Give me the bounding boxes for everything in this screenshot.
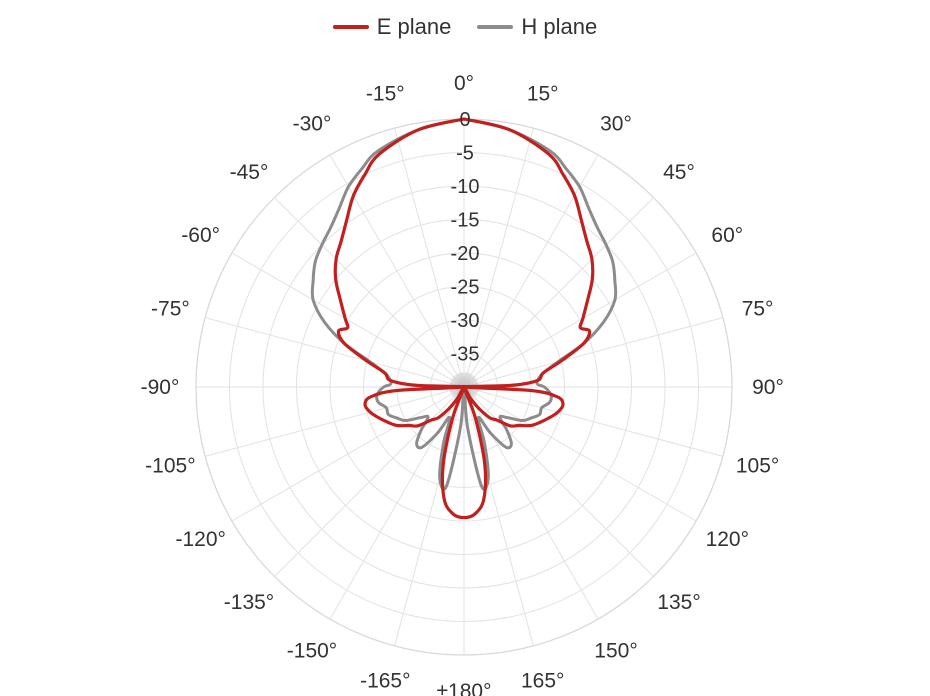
grid-spoke bbox=[329, 154, 465, 388]
grid-spoke bbox=[394, 386, 465, 646]
angular-tick-label: -105° bbox=[145, 455, 195, 478]
angular-tick-label: -30° bbox=[293, 113, 332, 136]
angular-tick-label: 75° bbox=[742, 297, 774, 320]
grid-spoke bbox=[463, 252, 697, 388]
angular-tick-labels: 0° 15° 30° 45° 60° 75° 90° 105° 120° 135° 150° 165°… bbox=[141, 72, 784, 696]
grid-spoke bbox=[463, 386, 697, 522]
legend-item-h-plane[interactable]: H plane bbox=[477, 14, 597, 40]
grid-spoke bbox=[463, 128, 534, 388]
grid-spoke bbox=[205, 386, 465, 457]
radial-tick-label: -30 bbox=[451, 310, 480, 332]
angular-tick-label: 30° bbox=[600, 113, 632, 136]
legend-label-h-plane: H plane bbox=[521, 14, 598, 39]
radial-tick-label: 0 bbox=[459, 109, 470, 131]
angular-tick-label: ±180° bbox=[437, 680, 492, 696]
angular-tick-label: -135° bbox=[224, 591, 274, 614]
grid-spoke bbox=[274, 197, 465, 388]
angular-tick-label: -15° bbox=[366, 82, 405, 105]
angular-tick-label: 60° bbox=[711, 224, 743, 247]
series-layer bbox=[310, 117, 618, 520]
radial-tick-label: -5 bbox=[456, 143, 474, 165]
angular-tick-label: -150° bbox=[287, 639, 337, 662]
angular-tick-label: 45° bbox=[663, 161, 695, 184]
legend-item-e-plane[interactable]: E plane bbox=[332, 14, 452, 40]
angular-tick-label: 105° bbox=[736, 455, 779, 478]
angular-tick-label: 165° bbox=[521, 670, 564, 693]
radial-tick-label: -15 bbox=[451, 210, 480, 232]
grid-spoke bbox=[394, 128, 465, 388]
angular-tick-label: 0° bbox=[454, 72, 474, 95]
grid-spoke bbox=[231, 252, 465, 388]
series-line-e-plane bbox=[333, 117, 595, 520]
legend-swatch-h-plane bbox=[477, 25, 514, 29]
angular-tick-label: -75° bbox=[151, 297, 190, 320]
angular-tick-label: -90° bbox=[141, 376, 180, 399]
angular-tick-label: 120° bbox=[706, 528, 749, 551]
legend-label-e-plane: E plane bbox=[376, 14, 452, 39]
grid-spoke bbox=[205, 317, 465, 388]
angular-tick-label: -60° bbox=[181, 224, 220, 247]
angular-tick-label: -165° bbox=[360, 670, 410, 693]
grid-spoke bbox=[463, 197, 654, 388]
radial-tick-labels: 0 -5 -10 -15 -20 -25 -30 -35 bbox=[451, 109, 480, 366]
grid-spoke bbox=[463, 154, 599, 388]
grid-spoke bbox=[463, 386, 723, 457]
radial-tick-label: -10 bbox=[451, 176, 480, 198]
grid-spoke bbox=[463, 386, 534, 646]
radial-tick-label: -25 bbox=[451, 277, 480, 299]
radial-tick-label: -35 bbox=[451, 344, 480, 366]
legend-swatch-e-plane bbox=[332, 25, 369, 29]
grid-spoke bbox=[274, 386, 465, 577]
angular-tick-label: -120° bbox=[175, 528, 225, 551]
center-spoke bbox=[462, 372, 465, 388]
angular-tick-label: 135° bbox=[657, 591, 700, 614]
angular-tick-label: 90° bbox=[752, 376, 784, 399]
grid-spoke bbox=[463, 386, 654, 577]
grid-spoke bbox=[463, 317, 723, 388]
angular-tick-label: -45° bbox=[230, 161, 269, 184]
angular-tick-label: 15° bbox=[527, 82, 559, 105]
grid-spoke bbox=[231, 386, 465, 522]
angular-tick-label: 150° bbox=[594, 639, 637, 662]
radial-tick-label: -20 bbox=[451, 243, 480, 265]
legend: E plane H plane bbox=[0, 14, 930, 40]
